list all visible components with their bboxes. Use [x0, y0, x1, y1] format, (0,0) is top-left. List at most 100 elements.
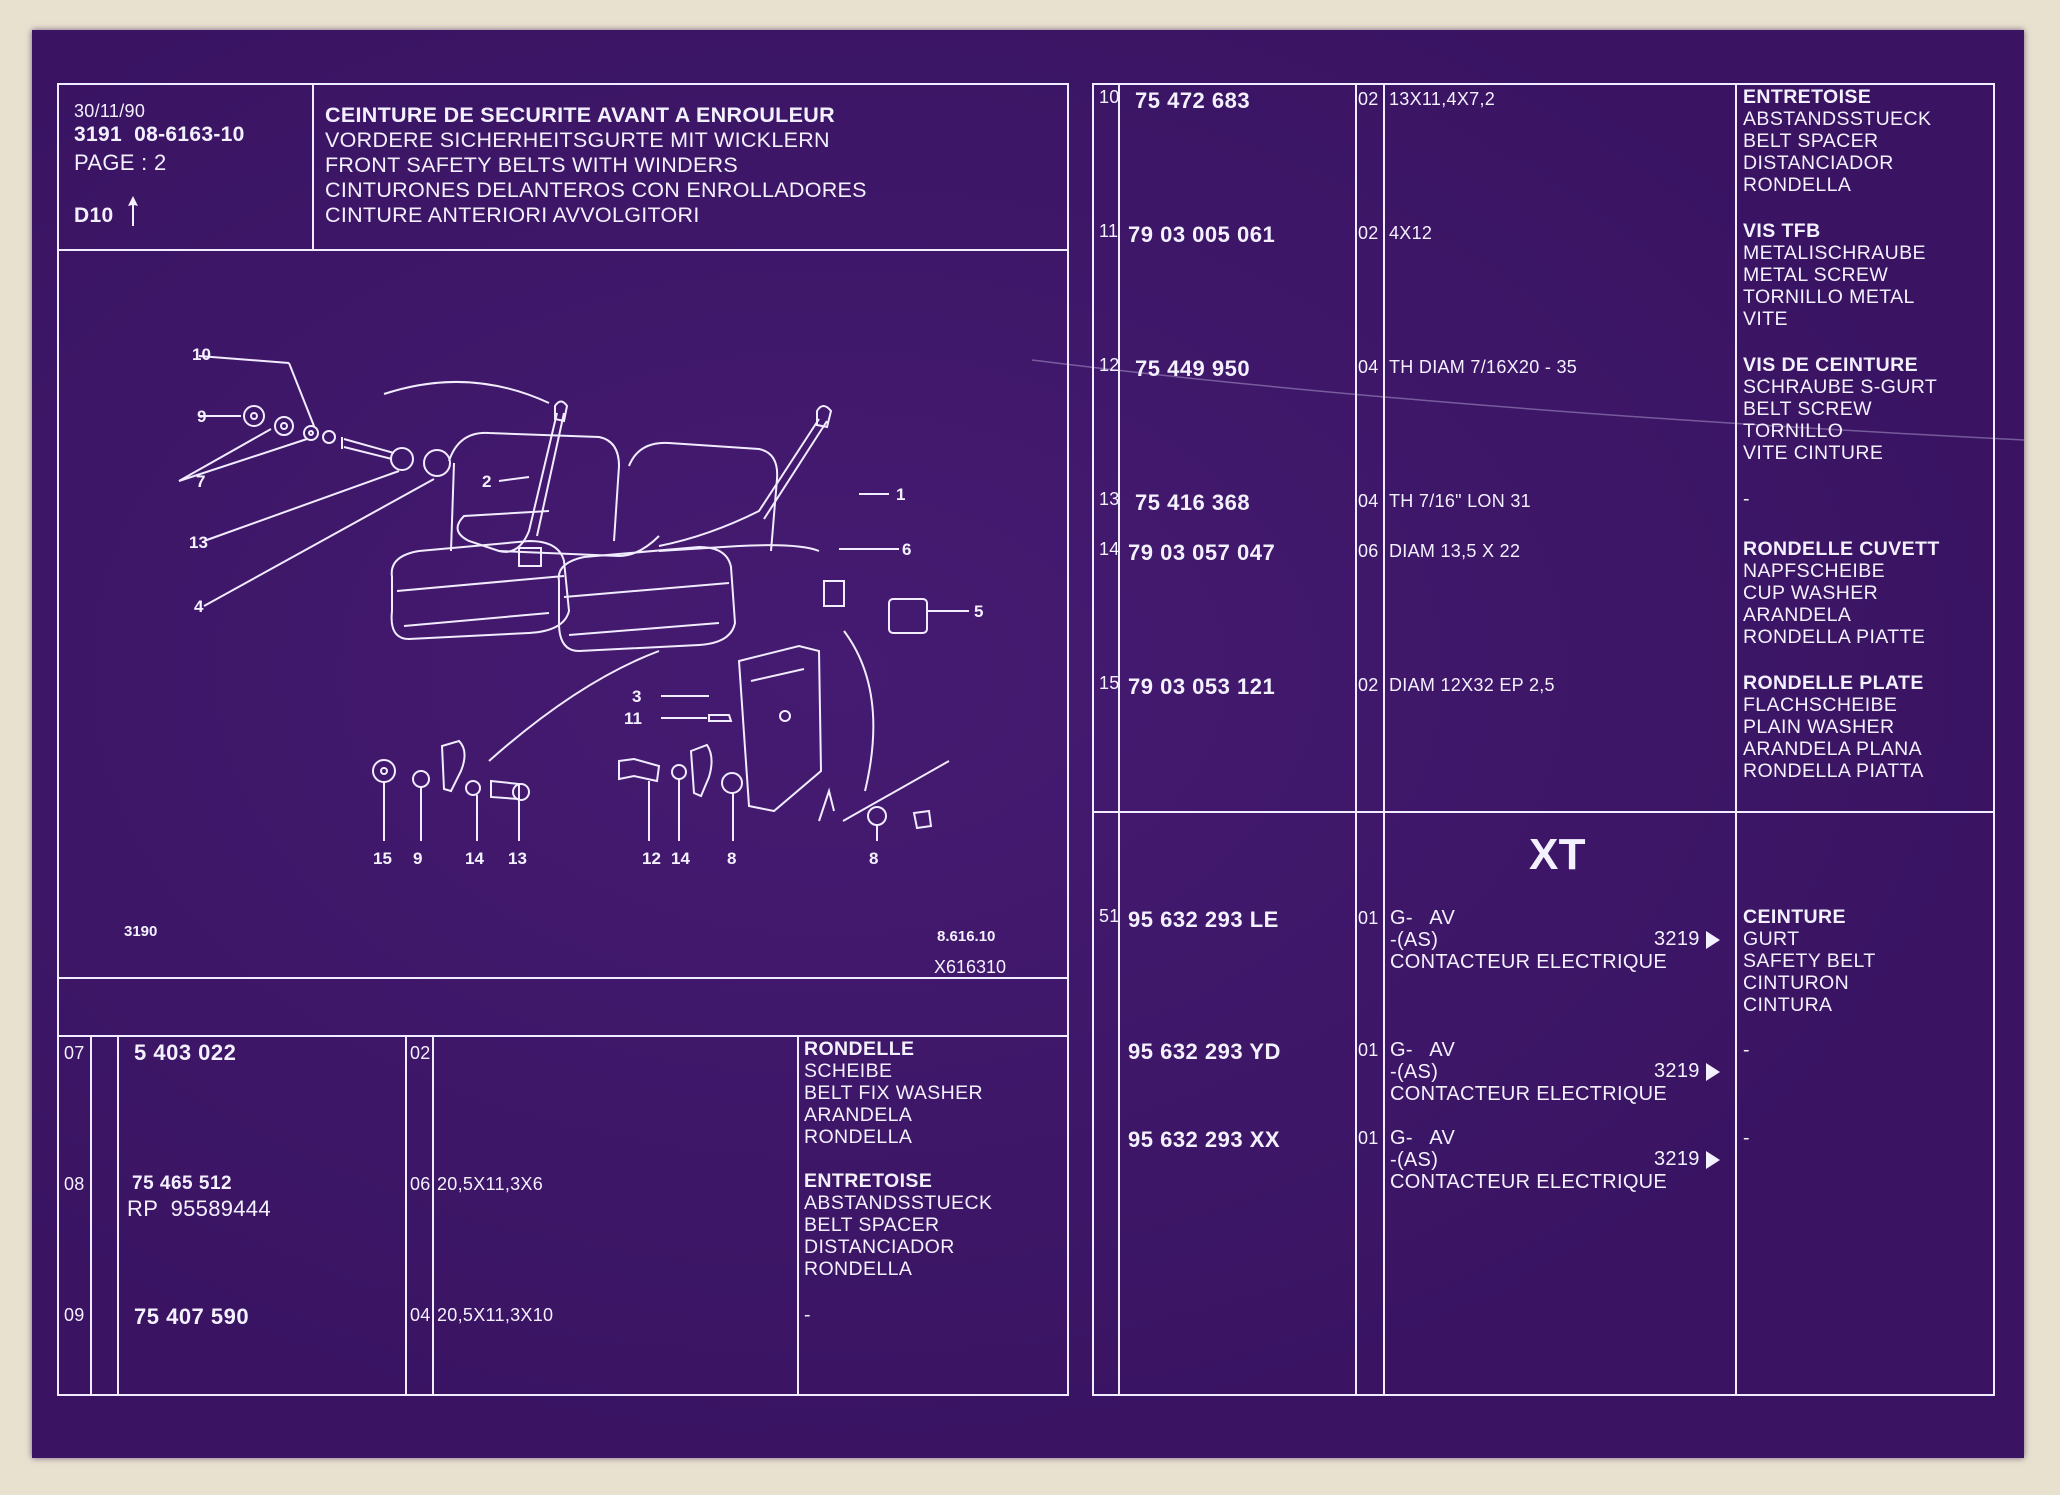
right-row-15-dim: DIAM 12X32 EP 2,5 [1389, 675, 1555, 695]
xt-row-xx-line3: CONTACTEUR ELECTRIQUE [1390, 1171, 1668, 1193]
frame-line [57, 249, 1069, 251]
header-ref-code: 3191 08-6163-10 [74, 123, 245, 146]
triangle-right-icon [1705, 1062, 1720, 1081]
right-row-15-qty: 02 [1358, 675, 1379, 695]
frame-line [90, 1035, 92, 1395]
right-row-14-dim: DIAM 13,5 X 22 [1389, 541, 1521, 561]
right-row-14-part: 79 03 057 047 [1128, 540, 1276, 565]
right-row-12-num: 12 [1099, 355, 1120, 375]
right-row-12-qty: 04 [1358, 357, 1379, 377]
right-row-11-dim: 4X12 [1389, 223, 1433, 243]
left-row-08-desc: ENTRETOISE ABSTANDSSTUECK BELT SPACER DI… [804, 1170, 993, 1280]
xt-row-yd-ref-code: 3219 [1654, 1060, 1700, 1082]
callout-b15: 15 [373, 849, 392, 868]
callout-4: 4 [194, 597, 204, 616]
right-row-11-qty: 02 [1358, 223, 1379, 243]
xt-row-51-qty: 01 [1358, 908, 1379, 928]
left-row-09-dim: 20,5X11,3X10 [437, 1305, 554, 1325]
callout-9: 9 [197, 407, 206, 426]
frame-line [57, 83, 59, 1396]
right-row-14-num: 14 [1099, 539, 1120, 559]
left-row-07-part: 5 403 022 [134, 1040, 237, 1065]
xt-row-xx-desc: - [1743, 1127, 1750, 1149]
right-row-14-desc: RONDELLE CUVETT NAPFSCHEIBE CUP WASHER A… [1743, 538, 1940, 648]
frame-line [117, 1035, 119, 1395]
callout-b8b: 8 [869, 849, 878, 868]
left-row-09-qty: 04 [410, 1305, 431, 1325]
left-row-08-part: 75 465 512 [132, 1173, 233, 1194]
xt-row-yd-ref: 3219 [1654, 1060, 1720, 1082]
frame-line [1993, 83, 1995, 1396]
retractor-cover [737, 644, 823, 813]
frame-line [1383, 83, 1385, 1396]
left-row-09-num: 09 [64, 1305, 85, 1325]
frame-line [1355, 83, 1357, 1396]
microfiche-sheet: 30/11/90 3191 08-6163-10 PAGE : 2 D10 CE… [32, 30, 2024, 1458]
xt-row-51-line3: CONTACTEUR ELECTRIQUE [1390, 951, 1668, 973]
right-row-11-num: 11 [1099, 221, 1119, 241]
left-row-07-desc: RONDELLE SCHEIBE BELT FIX WASHER ARANDEL… [804, 1038, 984, 1148]
left-row-08-qty: 06 [410, 1174, 431, 1194]
callout-b14b: 14 [671, 849, 690, 868]
callout-11: 11 [624, 709, 642, 728]
exploded-diagram: 10 9 7 13 4 2 1 6 5 3 11 15 9 14 13 12 1… [124, 345, 1006, 975]
right-row-10-part: 75 472 683 [1135, 88, 1251, 113]
header-date: 30/11/90 [74, 101, 146, 121]
seat-cushion-right [557, 545, 737, 653]
title-en: FRONT SAFETY BELTS WITH WINDERS [325, 153, 739, 177]
frame-line [1092, 83, 1094, 1396]
frame-line [1092, 83, 1995, 85]
xt-row-yd-line1: G- AV [1390, 1039, 1456, 1061]
xt-row-yd-part: 95 632 293 YD [1128, 1039, 1281, 1064]
bracket-5 [888, 598, 928, 634]
callout-b9: 9 [413, 849, 422, 868]
right-row-13-dim: TH 7/16" LON 31 [1389, 491, 1531, 511]
right-row-13-num: 13 [1099, 489, 1120, 509]
right-row-11-desc: VIS TFB METALISCHRAUBE METAL SCREW TORNI… [1743, 220, 1926, 330]
left-row-08-num: 08 [64, 1174, 85, 1194]
xt-row-xx-ref-code: 3219 [1654, 1148, 1700, 1170]
diagram-code-right-1: 8.616.10 [937, 928, 995, 945]
callout-b12: 12 [642, 849, 661, 868]
left-row-07-num: 07 [64, 1043, 85, 1063]
seat-back-left [448, 431, 621, 542]
seat-back-right [628, 441, 779, 552]
title-es: CINTURONES DELANTEROS CON ENROLLADORES [325, 178, 867, 202]
xt-row-yd-qty: 01 [1358, 1040, 1379, 1060]
right-row-11-part: 79 03 005 061 [1128, 222, 1276, 247]
arrow-up-icon [127, 196, 138, 226]
right-row-14-qty: 06 [1358, 541, 1379, 561]
diagram-code-right-2: X616310 [934, 957, 1006, 975]
frame-line [405, 1035, 407, 1395]
xt-section-label: XT [1529, 830, 1586, 879]
frame-line [57, 83, 1069, 85]
frame-line [1092, 1394, 1995, 1396]
xt-row-yd-line3: CONTACTEUR ELECTRIQUE [1390, 1083, 1668, 1105]
xt-row-51-desc: CEINTURE GURT SAFETY BELT CINTURON CINTU… [1743, 906, 1876, 1016]
left-row-07-qty: 02 [410, 1043, 431, 1063]
header-title-block: CEINTURE DE SECURITE AVANT A ENROULEUR V… [325, 103, 867, 228]
left-row-09-desc: - [804, 1304, 811, 1326]
callout-b8: 8 [727, 849, 736, 868]
belt-left [456, 412, 558, 553]
callout-2: 2 [482, 472, 491, 491]
callout-b14: 14 [465, 849, 484, 868]
frame-line [57, 977, 1069, 979]
callout-b13: 13 [508, 849, 527, 868]
frame-line [432, 1035, 434, 1395]
callout-5: 5 [974, 602, 983, 621]
xt-row-xx-line2: -(AS) [1390, 1149, 1439, 1171]
callout-10: 10 [192, 345, 211, 364]
header-page: PAGE : 2 [74, 150, 167, 175]
right-row-15-part: 79 03 053 121 [1128, 674, 1276, 699]
xt-row-xx-ref: 3219 [1654, 1148, 1720, 1170]
right-row-13-part: 75 416 368 [1135, 490, 1251, 515]
frame-line [312, 83, 314, 251]
right-row-13-qty: 04 [1358, 491, 1379, 511]
right-row-10-desc: ENTRETOISE ABSTANDSSTUECK BELT SPACER DI… [1743, 86, 1932, 196]
left-row-08-part2: RP 95589444 [127, 1196, 271, 1221]
title-it: CINTURE ANTERIORI AVVOLGITORI [325, 203, 700, 227]
xt-row-xx-line1: G- AV [1390, 1127, 1456, 1149]
right-row-15-desc: RONDELLE PLATE FLACHSCHEIBE PLAIN WASHER… [1743, 672, 1924, 782]
header-section-label: D10 [74, 204, 114, 227]
